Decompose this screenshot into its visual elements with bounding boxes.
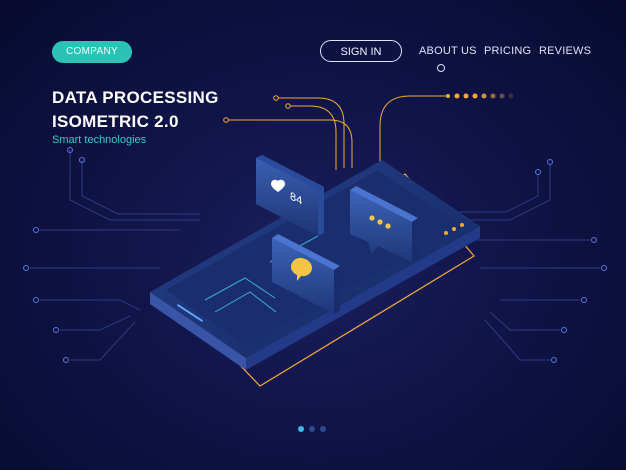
circuit-lines bbox=[23, 93, 607, 363]
hero-title: DATA PROCESSING ISOMETRIC 2.0 bbox=[52, 86, 219, 134]
sign-in-button[interactable]: SIGN IN bbox=[320, 40, 402, 62]
chat-card bbox=[272, 234, 340, 314]
nav-about-us[interactable]: ABOUT US bbox=[419, 45, 477, 57]
nav-active-indicator bbox=[437, 64, 445, 72]
page-dot-1[interactable] bbox=[298, 426, 304, 432]
page-dot-3[interactable] bbox=[320, 426, 326, 432]
typing-card bbox=[350, 186, 418, 262]
like-card bbox=[256, 155, 324, 236]
hero-title-line2: ISOMETRIC 2.0 bbox=[52, 112, 179, 131]
pagination bbox=[298, 426, 326, 432]
hero-subtitle: Smart technologies bbox=[52, 134, 147, 146]
hero-title-line1: DATA PROCESSING bbox=[52, 88, 219, 107]
typing-dots-icon bbox=[369, 215, 391, 229]
company-logo-button[interactable]: COMPANY bbox=[52, 41, 132, 63]
nav-pricing[interactable]: PRICING bbox=[484, 45, 532, 57]
heart-icon bbox=[271, 179, 285, 192]
nav-reviews[interactable]: REVIEWS bbox=[539, 45, 592, 57]
chat-bubble-icon bbox=[291, 258, 312, 281]
page-dot-2[interactable] bbox=[309, 426, 315, 432]
